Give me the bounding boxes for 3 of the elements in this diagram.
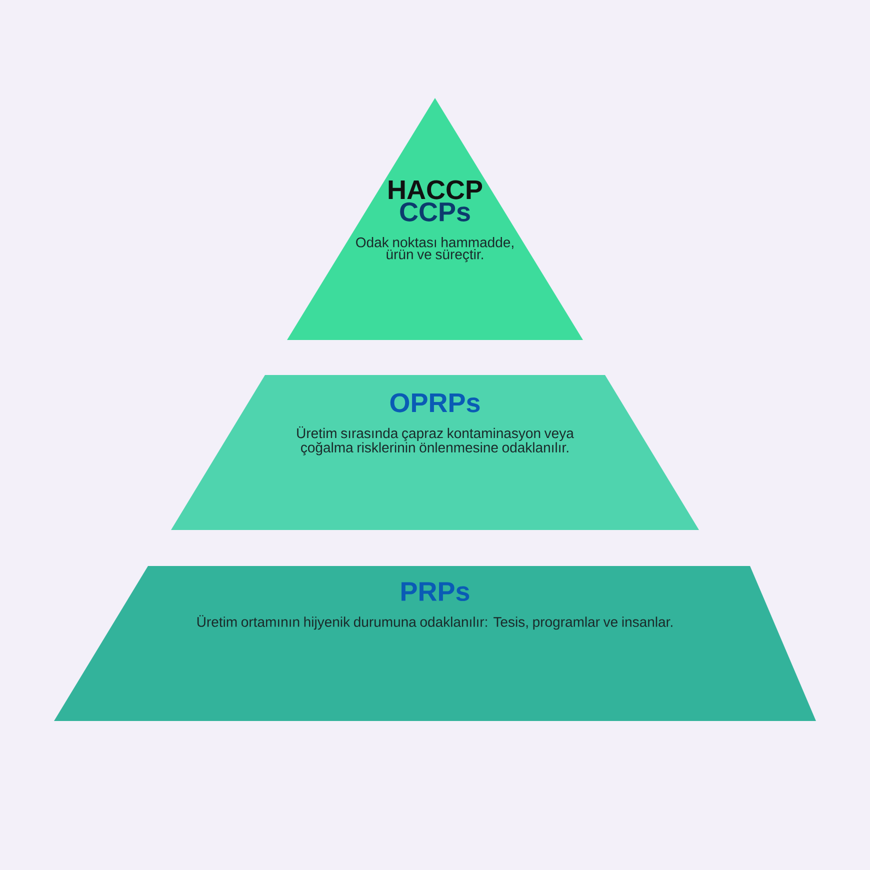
pyramid-tier: PRPs Üretim ortamının hijyenik durumuna odaklanılır: Tesis, programlar ve insanlar. [54, 566, 816, 721]
pyramid-tier: HACCP CCPs Odak noktası hammadde, ürün ve süreçtir. [287, 98, 583, 340]
pyramid-tier: OPRPs Üretim sırasında çapraz kontaminasyon veya çoğalma risklerinin önlenmesine odaklanılır. [171, 375, 699, 530]
